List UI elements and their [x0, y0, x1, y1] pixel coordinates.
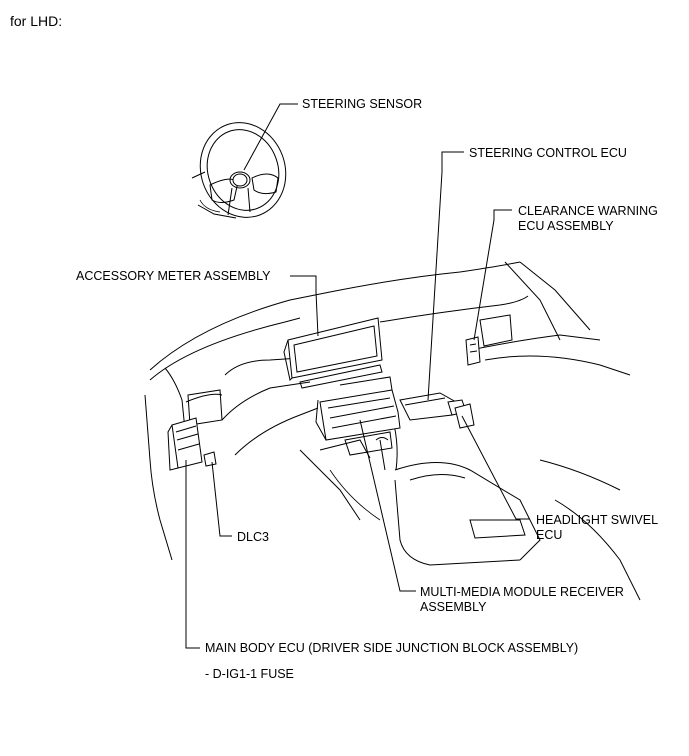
label-headlight-swivel-line2: ECU [536, 528, 563, 542]
multimedia-module-part [315, 376, 401, 456]
label-clearance-warning-line1: CLEARANCE WARNING [518, 204, 658, 218]
label-fuse: - D-IG1-1 FUSE [205, 667, 294, 681]
accessory-meter-part [283, 317, 383, 389]
label-multimedia-line2: ASSEMBLY [420, 600, 487, 614]
main-body-ecu-part [167, 417, 203, 471]
clearance-warning-ecu-part [465, 336, 481, 366]
label-accessory-meter: ACCESSORY METER ASSEMBLY [76, 269, 271, 283]
label-main-body-ecu: MAIN BODY ECU (DRIVER SIDE JUNCTION BLOC… [205, 641, 579, 655]
label-clearance-warning-line2: ECU ASSEMBLY [518, 219, 614, 233]
steering-control-ecu-part [399, 392, 467, 421]
label-headlight-swivel-line1: HEADLIGHT SWIVEL [536, 513, 659, 527]
label-steering-control-ecu: STEERING CONTROL ECU [469, 146, 627, 160]
steering-wheel [191, 122, 287, 219]
label-multimedia-line1: MULTI-MEDIA MODULE RECEIVER [420, 585, 624, 599]
leader-lines [185, 103, 530, 649]
label-steering-sensor: STEERING SENSOR [302, 97, 423, 111]
headlight-swivel-ecu-part [454, 403, 475, 429]
page-heading: for LHD: [10, 13, 63, 29]
label-dlc3: DLC3 [237, 530, 269, 544]
dashboard-outline [144, 261, 641, 601]
dlc3-part [203, 451, 217, 467]
steering-sensor-part [232, 173, 248, 187]
